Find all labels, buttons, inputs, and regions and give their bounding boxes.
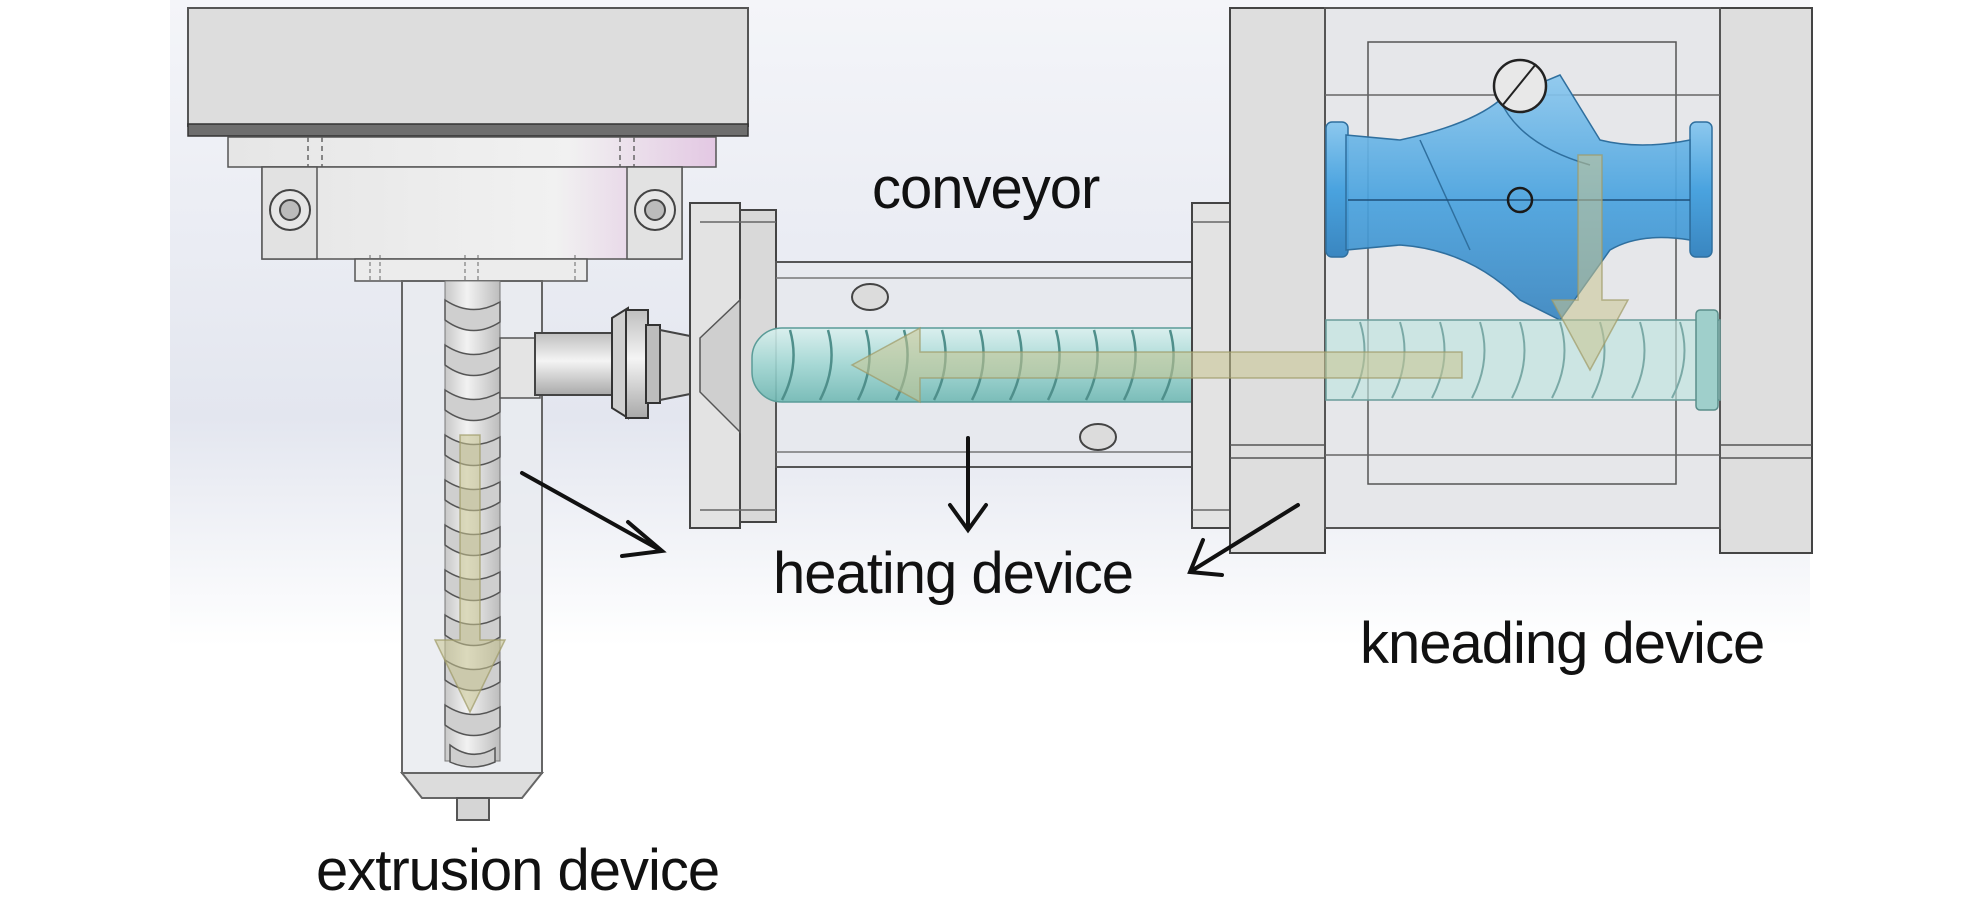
rotor-hole-icon (1506, 186, 1534, 214)
pointer-arrow-heating (948, 436, 988, 534)
motor-base-plate (187, 123, 749, 137)
label-conveyor: conveyor (872, 156, 1100, 221)
mount-block (261, 166, 683, 260)
kneading-device (1229, 7, 1813, 554)
pointer-arrow-extrusion (520, 471, 667, 558)
coupling-shaft (534, 332, 616, 396)
port-hole (1079, 423, 1117, 451)
flow-arrow-left-conveyor (850, 326, 1463, 404)
pointer-arrow-kneading (1187, 503, 1300, 577)
kneading-frame-right (1719, 7, 1813, 554)
flow-arrow-down-extrusion (433, 434, 507, 714)
kneading-frame-left (1229, 7, 1326, 554)
material-flow-arrows (433, 154, 1630, 714)
label-kneading-device: kneading device (1360, 611, 1765, 676)
label-extrusion-device: extrusion device (316, 838, 720, 903)
kneading-rotor (1325, 74, 1713, 321)
hopper-inlet-icon (1492, 58, 1548, 114)
pointer-arrows (520, 436, 1300, 577)
port-hole (851, 283, 889, 311)
label-heating-device: heating device (773, 541, 1134, 606)
flange-top (227, 136, 717, 168)
motor-housing (187, 7, 749, 127)
flow-arrow-down-kneading (1550, 154, 1630, 372)
nozzle (456, 797, 490, 821)
